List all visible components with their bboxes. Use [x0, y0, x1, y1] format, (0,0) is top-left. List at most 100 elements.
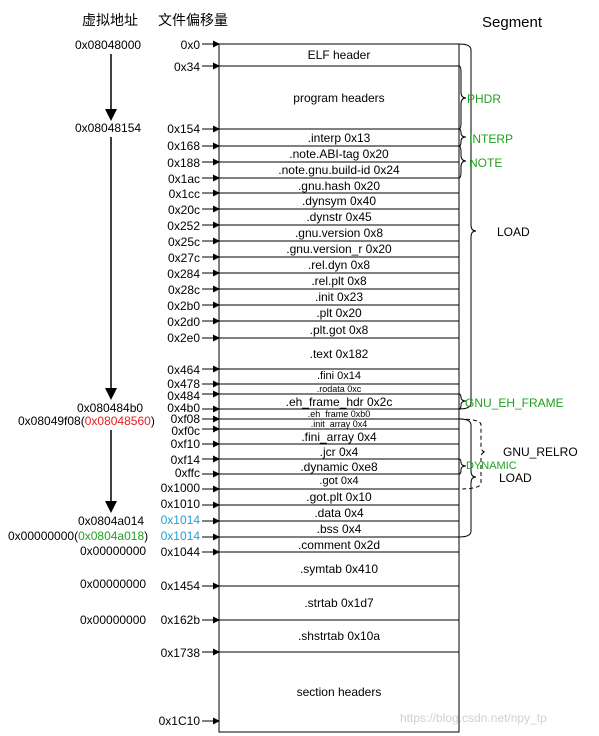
offset-label: 0x2b0 [167, 299, 200, 313]
offset-label: 0x154 [167, 122, 200, 136]
load-brace [458, 43, 477, 410]
offset-header: 文件偏移量 [158, 12, 228, 28]
vaddr-label: 0x0804a014 [78, 514, 145, 528]
segment-load: LOAD [497, 225, 530, 239]
gnu-eh-frame-brace [458, 393, 467, 410]
section-label: ELF header [307, 48, 371, 62]
segment-dynamic: DYNAMIC [466, 460, 517, 472]
vaddr-label: 0x080484b0 [77, 401, 144, 415]
offset-label: 0x1cc [168, 187, 200, 201]
offset-label: 0x0 [180, 38, 200, 52]
section-label: .rel.plt 0x8 [311, 274, 367, 288]
vaddr-label: 0x08048154 [75, 121, 142, 135]
section-label: .note.gnu.build-id 0x24 [278, 163, 400, 177]
section-label: .comment 0x2d [297, 538, 381, 552]
section-label: .eh_frame 0xb0 [307, 409, 371, 419]
section-label: .got.plt 0x10 [306, 490, 372, 504]
section-label: .interp 0x13 [307, 131, 371, 145]
section-label: .text 0x182 [309, 347, 369, 361]
vaddr-header: 虚拟地址 [82, 12, 138, 28]
section-label: .gnu.hash 0x20 [297, 179, 381, 193]
offset-label: 0x284 [167, 267, 200, 281]
vaddr-label: 0x00000000 [80, 613, 147, 627]
note-brace [458, 145, 467, 179]
section-label: .shstrtab 0x10a [297, 629, 381, 643]
section-table-box [218, 43, 460, 733]
phdr-brace [458, 65, 467, 130]
vaddr-label: 0x00000000 [80, 544, 147, 558]
section-label: .dynstr 0x45 [306, 210, 372, 224]
section-label: .gnu.version_r 0x20 [286, 242, 392, 256]
offset-label: 0x1000 [160, 481, 200, 495]
section-label: .bss 0x4 [316, 522, 362, 536]
offset-label: 0x1014 [160, 513, 200, 527]
segment-note: NOTE [469, 156, 503, 170]
offset-label: 0x484 [167, 389, 200, 403]
offset-label: 0x2d0 [167, 315, 200, 329]
section-label: .data 0x4 [314, 506, 364, 520]
offset-label: 0x188 [167, 156, 200, 170]
offset-label: 0x1ac [167, 172, 200, 186]
section-label: .rel.dyn 0x8 [307, 258, 371, 272]
segment-phdr: PHDR [467, 92, 502, 106]
section-label: .symtab 0x410 [299, 562, 379, 576]
offset-label: 0x1044 [160, 545, 200, 559]
offset-label: 0x2e0 [167, 331, 200, 345]
vaddr-highlight-red: 0x08048560 [84, 414, 151, 428]
offset-label: 0x4b0 [167, 401, 200, 415]
interp-brace [458, 128, 467, 147]
segment-gnu-eh-frame: GNU_EH_FRAME [465, 396, 564, 410]
offset-label: 0x1014 [160, 529, 200, 543]
offset-label: 0xf0c [171, 424, 200, 438]
offset-label: 0x1C10 [158, 714, 200, 728]
offset-label: 0x168 [167, 139, 200, 153]
offset-label: 0xf10 [170, 437, 200, 451]
segment-gnu-relro: GNU_RELRO [503, 445, 578, 459]
watermark: https://blog.csdn.net/npy_tp [400, 711, 547, 725]
offset-label: 0x1010 [160, 497, 200, 511]
section-label: .dynamic 0xe8 [300, 460, 378, 474]
gnu-relro-brace [458, 418, 487, 490]
segment-interp: INTERP [469, 132, 514, 146]
vaddr-label: 0x00000000(0x0804a018) [8, 530, 148, 542]
section-label: .got 0x4 [319, 475, 359, 487]
section-label: .fini 0x14 [316, 370, 362, 382]
section-label: .strtab 0x1d7 [304, 596, 374, 610]
offset-label: 0xffc [174, 466, 200, 480]
section-label: .rodata 0xc [316, 384, 362, 394]
vaddr-prefix: 0x08049f08( [18, 414, 85, 428]
offset-label: 0x1454 [160, 579, 200, 593]
offset-label: 0x27c [167, 251, 200, 265]
offset-label: 0x28c [167, 283, 200, 297]
offset-label: 0x20c [167, 203, 200, 217]
dynamic-brace [458, 458, 467, 475]
section-label: program headers [293, 91, 385, 105]
offset-label: 0x252 [167, 219, 200, 233]
section-label: .eh_frame_hdr 0x2c [285, 395, 393, 409]
vaddr-prefix: 0x00000000( [8, 529, 79, 543]
vaddr-highlight-green: 0x0804a018 [78, 529, 145, 543]
offset-label: 0xf14 [170, 453, 200, 467]
section-label: section headers [296, 685, 382, 699]
offset-label: 0x1738 [160, 646, 200, 660]
segment-load: LOAD [499, 471, 532, 485]
offset-label: 0x34 [173, 60, 200, 74]
offset-label: 0x25c [167, 235, 200, 249]
vaddr-label: 0x00000000 [80, 577, 147, 591]
offset-label: 0xf08 [170, 412, 200, 426]
section-label: .plt 0x20 [316, 306, 362, 320]
section-label: .note.ABI-tag 0x20 [289, 147, 389, 161]
offset-label: 0x162b [160, 613, 200, 627]
section-label: .gnu.version 0x8 [294, 226, 384, 240]
vaddr-suffix: ) [144, 529, 149, 543]
vaddr-suffix: ) [150, 414, 155, 428]
segment-header: Segment [482, 14, 543, 31]
section-label: .dynsym 0x40 [301, 194, 377, 208]
load-brace [458, 418, 477, 538]
offset-label: 0x478 [167, 377, 200, 391]
vaddr-label: 0x08048000 [75, 38, 142, 52]
section-label: .fini_array 0x4 [301, 430, 377, 444]
